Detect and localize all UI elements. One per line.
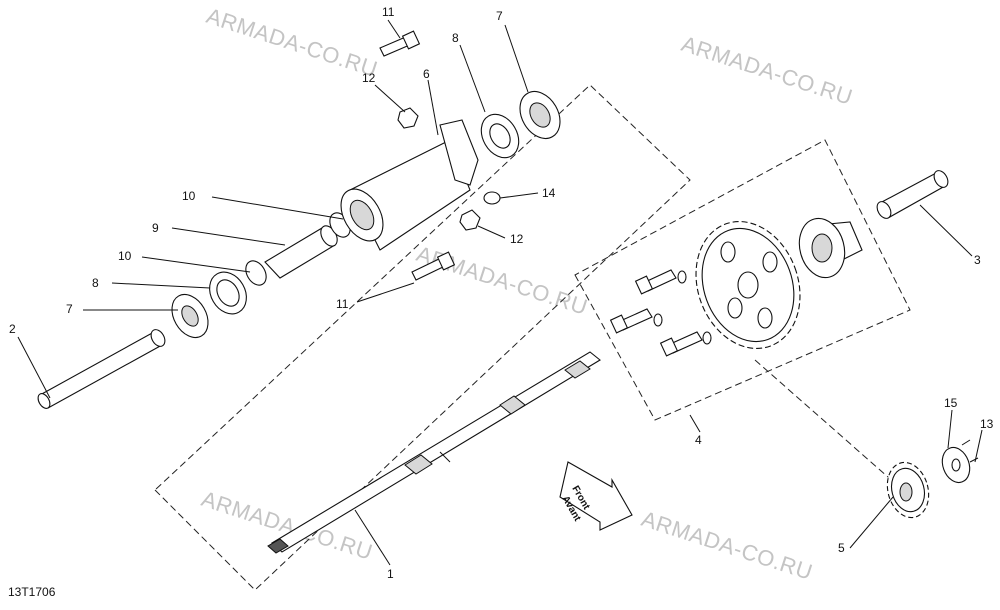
sprocket-link-line [754,359,906,493]
front-direction-arrow: Front Avant [559,461,633,531]
figure-code: 13T1706 [8,585,56,599]
large-sprocket [695,221,801,349]
sprocket-group-outline [574,139,911,421]
bearing-housing [340,119,479,251]
leader-lines [17,19,983,566]
sprocket-hub [798,217,863,279]
watermark-text: ARMADA-CO.RU [413,241,590,320]
callout-15: 15 [944,396,958,410]
small-sprocket [886,461,930,519]
callout-2: 2 [9,322,16,336]
left-bearing-stack [171,212,351,339]
callout-11: 11 [336,297,349,311]
callout-3: 3 [974,253,981,267]
callout-8: 8 [92,276,99,290]
callout-10: 10 [118,249,132,263]
callout-7: 7 [66,302,73,316]
callout-11: 11 [382,5,395,19]
callout-12: 12 [362,71,376,85]
shaft-group-outline [154,84,691,591]
retaining-plate [941,439,979,484]
sprocket-bolts [609,269,712,357]
callout-6: 6 [423,67,430,81]
splined-shaft [267,351,601,554]
callout-12: 12 [510,232,524,246]
callout-14: 14 [542,186,556,200]
callout-13: 13 [980,417,994,431]
callout-7: 7 [496,9,503,23]
callout-8: 8 [452,31,459,45]
callout-4: 4 [695,433,702,447]
right-axle-tube [876,170,949,219]
callout-1: 1 [387,567,394,581]
watermark-text: ARMADA-CO.RU [203,3,380,82]
callout-5: 5 [838,541,845,555]
callout-10: 10 [182,189,196,203]
callout-9: 9 [152,221,159,235]
upper-bearing-stack [480,91,561,159]
watermark-text: ARMADA-CO.RU [678,31,855,110]
watermark-text: ARMADA-CO.RU [638,506,815,585]
left-axle-tube [37,329,166,409]
housing-fasteners [379,30,501,281]
callouts: 11 7 8 6 12 10 9 10 8 7 2 14 12 11 3 4 1… [9,5,994,581]
